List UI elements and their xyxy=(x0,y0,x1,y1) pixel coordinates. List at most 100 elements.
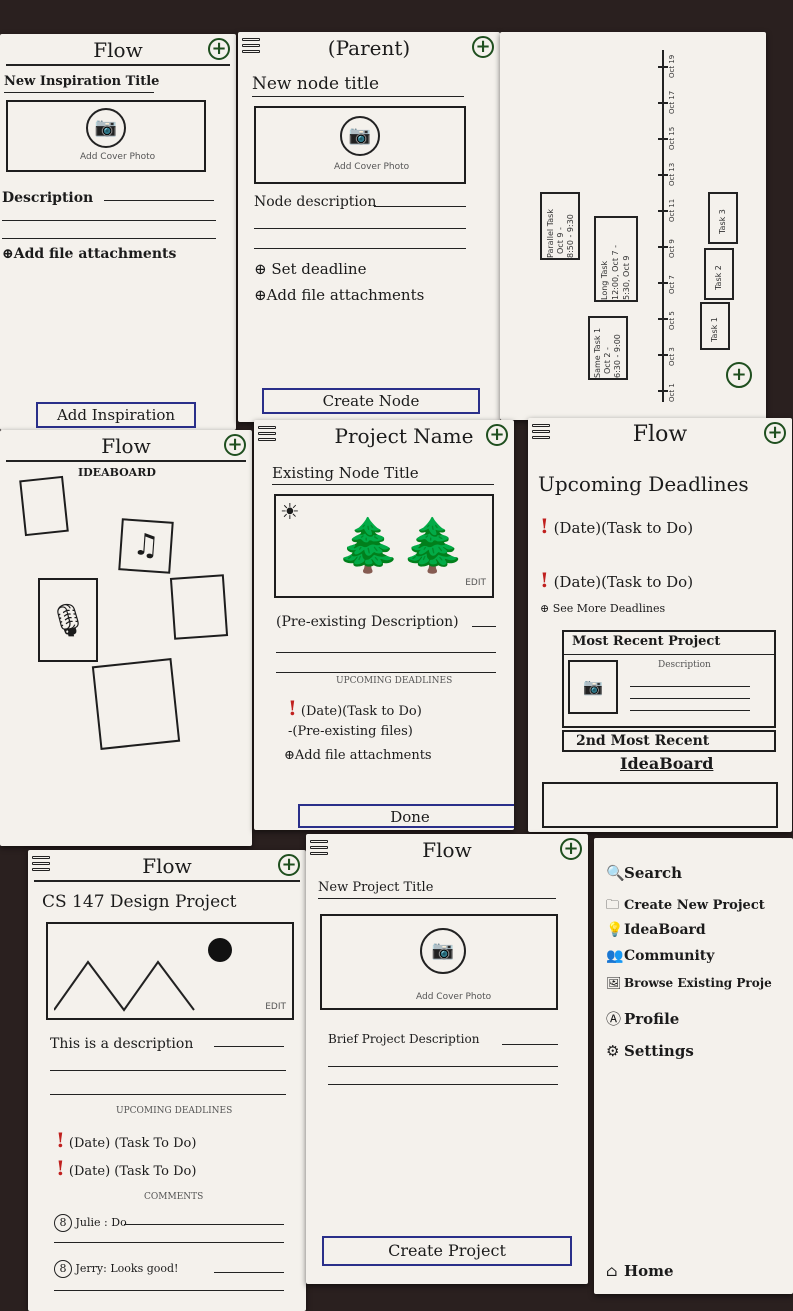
header: Project Name + xyxy=(254,420,514,454)
comment-text: Looks good! xyxy=(110,1262,179,1275)
ideaboard-card: Flow + IDEABOARD ♫ 🎙 xyxy=(0,430,252,846)
microphone-icon[interactable]: 🎙 xyxy=(38,578,98,662)
done-button[interactable]: Done xyxy=(298,804,514,828)
timeline-tick xyxy=(658,138,668,140)
menu-item-create-project[interactable]: 🗀 Create New Project xyxy=(606,896,765,918)
task-card-1[interactable]: Task 1 xyxy=(700,302,730,350)
gear-icon: ⚙ xyxy=(606,1042,620,1060)
add-task-icon[interactable]: + xyxy=(726,362,752,388)
deadline-row[interactable]: ! (Date) (Task To Do) xyxy=(56,1128,196,1152)
menu-item-community[interactable]: 👥Community xyxy=(606,948,714,964)
add-attachments-link[interactable]: ⊕Add file attachments xyxy=(284,748,432,763)
cover-photo-label: Add Cover Photo xyxy=(80,152,156,162)
comment-author: Julie : xyxy=(75,1216,108,1229)
create-node-button[interactable]: Create Node xyxy=(262,388,480,414)
menu-icon[interactable] xyxy=(242,38,260,56)
deadline-row[interactable]: ! (Date) (Task To Do) xyxy=(56,1156,196,1180)
menu-item-search[interactable]: 🔍Search xyxy=(606,864,682,882)
timeline-date-label: Oct 11 xyxy=(668,198,676,222)
comment-text: Do xyxy=(111,1216,127,1229)
parallel-task-card[interactable]: Parallel Task Oct 9 - 8:50 - 9:30 xyxy=(540,192,580,260)
music-note-icon[interactable]: ♫ xyxy=(118,518,174,574)
timeline-date-label: Oct 5 xyxy=(668,311,676,330)
second-recent-project-card[interactable]: 2nd Most Recent xyxy=(562,730,776,752)
inspiration-title-field[interactable]: New Inspiration Title xyxy=(4,74,160,89)
parent-title: (Parent) xyxy=(327,36,411,60)
menu-label: Create New Project xyxy=(624,898,765,913)
see-more-deadlines-link[interactable]: ⊕ See More Deadlines xyxy=(540,602,666,615)
cover-photo-area[interactable]: 📷 Add Cover Photo xyxy=(6,100,206,172)
deadline-text: (Date) (Task To Do) xyxy=(68,1136,197,1151)
alert-icon: ! xyxy=(56,1156,65,1180)
timeline-tick xyxy=(658,66,668,68)
parallel-task-text-2: 8:50 - 9:30 xyxy=(566,214,575,258)
camera-icon: 📷 xyxy=(340,116,380,156)
timeline-tick xyxy=(658,318,668,320)
menu-icon[interactable] xyxy=(310,840,328,858)
deadline-row[interactable]: ! (Date)(Task to Do) xyxy=(540,514,693,538)
cover-photo-area[interactable]: 📷 Add Cover Photo xyxy=(320,914,558,1010)
folder-plus-icon: 🗀 xyxy=(606,898,620,913)
menu-icon[interactable] xyxy=(532,424,550,442)
alert-icon: ! xyxy=(56,1128,65,1152)
upcoming-deadlines-label: UPCOMING DEADLINES xyxy=(116,1106,233,1116)
task-2-label: Task 2 xyxy=(714,265,723,290)
deadline-row: ! (Date)(Task to Do) xyxy=(288,696,422,720)
node-title-field[interactable]: New node title xyxy=(252,74,380,94)
photo-icon[interactable] xyxy=(169,574,229,640)
menu-item-ideaboard[interactable]: 💡IdeaBoard xyxy=(606,922,706,938)
comment-row: 8 Julie : Do xyxy=(54,1214,127,1232)
timeline-tick xyxy=(658,210,668,212)
menu-label: Settings xyxy=(624,1042,694,1060)
most-recent-label: Most Recent Project xyxy=(572,634,721,649)
menu-icon[interactable] xyxy=(32,856,50,874)
add-icon[interactable]: + xyxy=(486,424,508,446)
menu-icon[interactable] xyxy=(258,426,276,444)
add-icon[interactable]: + xyxy=(278,854,300,876)
lightbulb-icon: 💡 xyxy=(606,922,624,938)
home-button[interactable]: ⌂Home xyxy=(606,1262,674,1280)
long-task-card[interactable]: Long Task 12:00, Oct 7 - 5:30, Oct 9 xyxy=(594,216,638,302)
node-description-label: Node description xyxy=(254,194,377,210)
camera-icon: 📷 xyxy=(420,928,466,974)
most-recent-project-card[interactable]: Most Recent Project 📷 Description xyxy=(562,630,776,728)
task-card-2[interactable]: Task 2 xyxy=(704,248,734,300)
edit-button[interactable]: EDIT xyxy=(265,1002,286,1012)
add-attachments-link[interactable]: ⊕Add file attachments xyxy=(2,246,177,262)
document-icon[interactable] xyxy=(91,658,181,750)
menu-item-settings[interactable]: ⚙Settings xyxy=(606,1042,694,1060)
edit-button[interactable]: EDIT xyxy=(465,578,486,588)
cover-photo-area[interactable]: 📷 Add Cover Photo xyxy=(254,106,466,184)
project-view-card: Flow + CS 147 Design Project EDIT This i… xyxy=(28,850,306,1311)
add-icon[interactable]: + xyxy=(208,38,230,60)
header: Flow + xyxy=(528,418,792,452)
add-inspiration-button[interactable]: Add Inspiration xyxy=(36,402,196,428)
document-icon[interactable] xyxy=(19,475,69,537)
comment-author: Jerry: xyxy=(75,1262,107,1275)
second-recent-label: 2nd Most Recent xyxy=(576,733,710,749)
deadline-row[interactable]: ! (Date)(Task to Do) xyxy=(540,568,693,592)
task-card-3[interactable]: Task 3 xyxy=(708,192,738,244)
add-icon[interactable]: + xyxy=(764,422,786,444)
add-icon[interactable]: + xyxy=(472,36,494,58)
add-icon[interactable]: + xyxy=(560,838,582,860)
create-project-button[interactable]: Create Project xyxy=(322,1236,572,1266)
home-card: Flow + Upcoming Deadlines ! (Date)(Task … xyxy=(528,418,792,832)
avatar-icon: 8 xyxy=(54,1214,72,1232)
node-card: (Parent) + New node title 📷 Add Cover Ph… xyxy=(238,32,500,422)
long-task-text-1: 12:00, Oct 7 - xyxy=(611,244,620,300)
node-title-field[interactable]: Existing Node Title xyxy=(272,464,419,482)
ideaboard-preview[interactable] xyxy=(542,782,778,828)
same-task-text-1: Oct 2 - xyxy=(603,347,612,374)
menu-item-browse[interactable]: 🖼Browse Existing Proje xyxy=(606,976,772,990)
existing-files[interactable]: -(Pre-existing files) xyxy=(288,724,413,739)
add-attachments-link[interactable]: ⊕Add file attachments xyxy=(254,286,425,304)
timeline-date-label: Oct 13 xyxy=(668,162,676,186)
set-deadline-link[interactable]: ⊕ Set deadline xyxy=(254,260,367,278)
same-task-card[interactable]: Same Task 1 Oct 2 - 6:30 - 9:00 xyxy=(588,316,628,380)
project-title-field[interactable]: New Project Title xyxy=(318,880,434,895)
ideaboard-link[interactable]: IdeaBoard xyxy=(620,754,714,773)
app-title: Flow xyxy=(632,422,688,447)
add-icon[interactable]: + xyxy=(224,434,246,456)
